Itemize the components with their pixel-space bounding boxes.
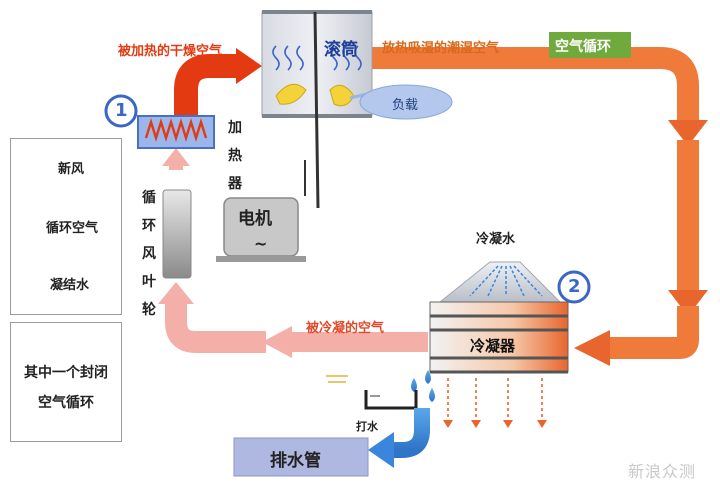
label-motor: 电机 <box>238 209 272 229</box>
air-cycle-box <box>549 32 631 58</box>
drum-shaft <box>313 11 320 209</box>
label-fan: 循环风叶轮 <box>142 190 156 318</box>
heat-out-arrows <box>447 378 543 422</box>
label-drain-pipe: 排水管 <box>270 451 321 471</box>
label-heated-dry-air: 被加热的干燥空气 <box>118 44 223 59</box>
label-cooled-air: 被冷凝的空气 <box>306 321 385 336</box>
humid-air-loop-arrow <box>372 47 708 366</box>
heat-out-arrowheads <box>443 420 547 428</box>
legend-label-fresh-air: 新风 <box>58 162 85 177</box>
step-1-circle <box>104 94 138 128</box>
label-air-cycle: 空气循环 <box>555 39 611 55</box>
label-pump-water: 打水 <box>356 420 378 433</box>
label-heater: 加热器 <box>228 120 242 192</box>
label-motor-symbol: ~ <box>254 234 268 253</box>
condenser <box>429 301 569 374</box>
water-tray <box>326 375 418 410</box>
condenser-hood <box>438 261 562 303</box>
load-callout <box>349 84 453 120</box>
fan-impeller <box>162 189 192 279</box>
drain-pipe-box <box>233 437 369 477</box>
label-load: 负载 <box>392 98 419 113</box>
watermark: 新浪众测 <box>628 462 697 481</box>
label-drum: 滚筒 <box>324 40 358 60</box>
heater <box>137 115 215 149</box>
legend-label-circulating-air: 循环空气 <box>46 221 99 236</box>
water-droplets <box>411 370 435 402</box>
label-condensate-water: 冷凝水 <box>476 232 516 247</box>
cooled-air-arrow <box>158 148 428 358</box>
note-panel <box>10 322 122 442</box>
label-condenser: 冷凝器 <box>470 337 516 355</box>
note-text: 其中一个封闭空气循环 <box>24 365 108 411</box>
label-step-1: 1 <box>115 100 128 121</box>
label-step-2: 2 <box>568 276 581 297</box>
step-2-circle <box>557 270 591 304</box>
label-hot-humid-air: 放热吸湿的潮湿空气 <box>382 41 500 56</box>
drain-arrow <box>368 408 430 468</box>
heated-air-arrow <box>174 48 262 118</box>
legend-panel <box>10 138 122 315</box>
motor <box>216 197 306 262</box>
legend-label-condensate: 凝结水 <box>50 278 90 293</box>
